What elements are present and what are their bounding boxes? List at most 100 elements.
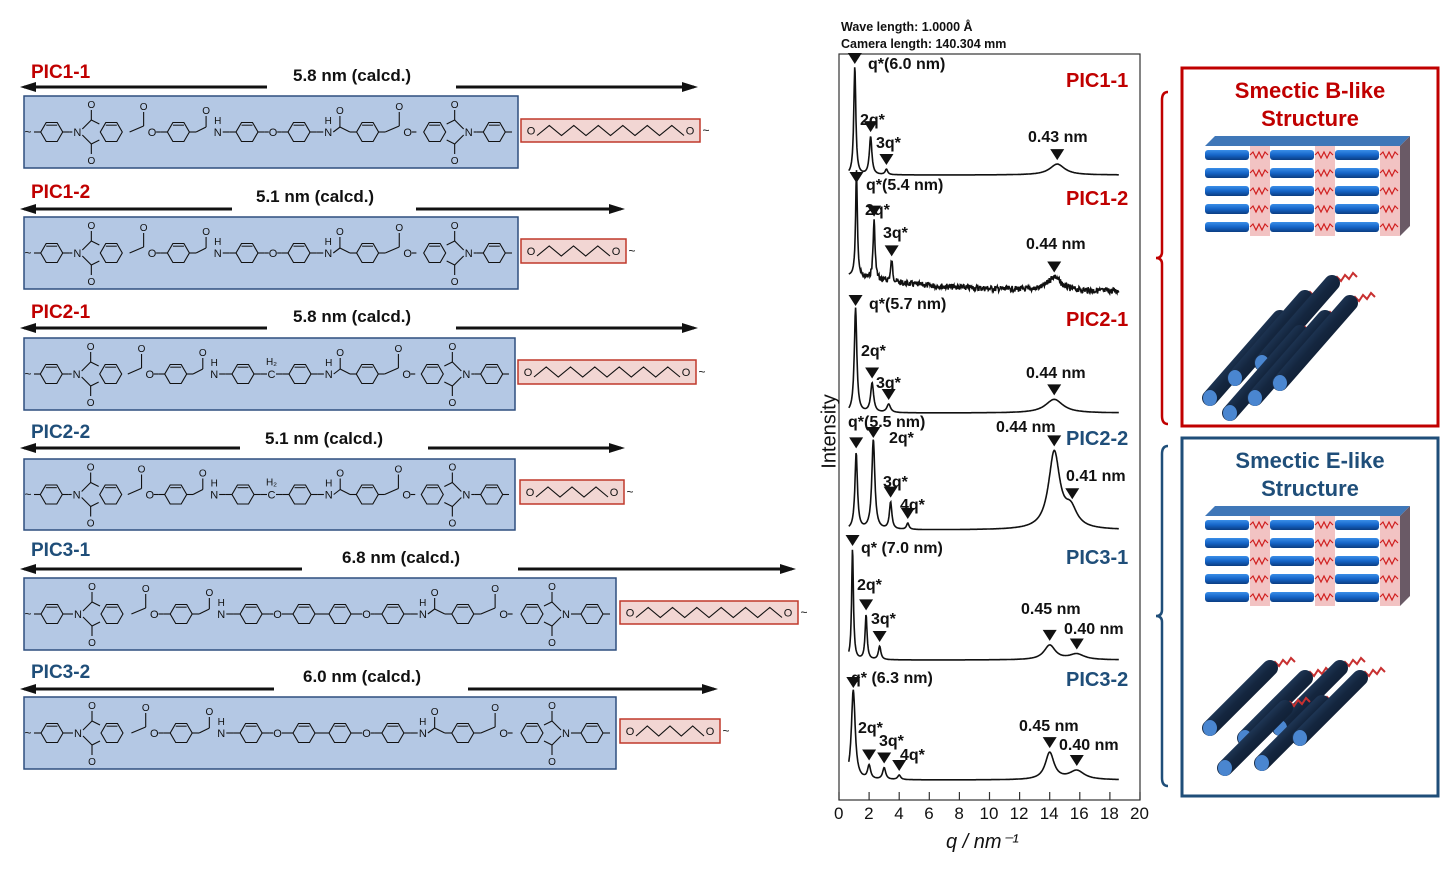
mesogen-rod [1270, 538, 1314, 548]
atom-label: N [217, 728, 225, 740]
atom-label: O [402, 369, 411, 381]
peak-annotation: 0.40 nm [1059, 737, 1119, 754]
atom-label: O [451, 221, 459, 232]
arrowhead-left [20, 323, 36, 333]
peak-marker [1069, 638, 1084, 650]
bond [427, 727, 435, 734]
benzene-ring [164, 363, 188, 385]
molecule-length: 5.1 nm (calcd.) [256, 187, 375, 206]
peak-annotation: 4q* [900, 497, 925, 514]
atom-label: O [88, 638, 96, 649]
atom-label: O [626, 726, 635, 738]
molecule-name: PIC2-2 [31, 422, 91, 443]
alkyl-chain-wave [1249, 520, 1269, 530]
camera-length-label: Camera length: 140.304 mm [841, 37, 1007, 51]
series-line-PIC2-2 [848, 439, 1119, 531]
bond [91, 601, 101, 607]
x-tick-label: 18 [1099, 804, 1119, 823]
x-tick-label: 8 [954, 804, 964, 823]
panel-title-line: Structure [1261, 476, 1359, 501]
arrowhead-left [20, 82, 36, 92]
mesogen-rod [1335, 538, 1379, 548]
atom-label: O [491, 584, 499, 595]
atom-label: O [148, 127, 157, 139]
arrowhead-right [682, 82, 698, 92]
mesogen-rod [1205, 186, 1249, 196]
bond [551, 735, 562, 746]
atom-label: O [686, 126, 695, 138]
bond [192, 489, 204, 495]
bond [82, 720, 93, 731]
atom-label: O [138, 465, 146, 476]
peak-annotation: 3q* [871, 611, 896, 628]
atom-label: O [87, 221, 95, 232]
bond [480, 607, 496, 615]
arrowhead-right [780, 564, 796, 574]
atom-label: N [73, 127, 81, 139]
mesogen-cylinder [1292, 670, 1368, 746]
benzene-ring [520, 603, 544, 625]
atom-label: ~ [24, 125, 31, 139]
atom-label: O [205, 707, 213, 718]
atom-label: ~ [722, 724, 729, 738]
alkyl-chain-wave [1249, 186, 1269, 196]
wavelength-label: Wave length: 1.0000 Å [841, 20, 973, 34]
atom-label: O [499, 728, 508, 740]
atom-label: O [402, 490, 411, 502]
atom-label: N [419, 728, 427, 740]
bond [82, 735, 93, 746]
bond [385, 246, 400, 254]
mesogen-rod [1335, 574, 1379, 584]
peak-marker [1050, 149, 1065, 161]
mesogen-rod [1270, 222, 1314, 232]
atom-label: N [214, 248, 222, 260]
peak-annotation: 0.41 nm [1066, 468, 1126, 485]
mesogen-rod [1270, 520, 1314, 530]
rigid-core-box [23, 216, 519, 290]
benzene-ring [420, 363, 444, 385]
peak-marker [845, 535, 860, 546]
mesogen-rod [1270, 556, 1314, 566]
bond [192, 368, 204, 375]
bond [551, 616, 562, 627]
peak-annotation: 0.40 nm [1064, 621, 1124, 638]
atom-label: C [268, 369, 276, 381]
benzene-ring [100, 603, 124, 625]
peak-annotation: 0.45 nm [1021, 601, 1081, 618]
bond [81, 255, 92, 266]
atom-label: O [491, 703, 499, 714]
bond [446, 119, 455, 125]
atom-label: N [214, 127, 222, 139]
bond [434, 727, 446, 734]
peak-annotation: 2q* [858, 720, 883, 737]
bracket [1155, 90, 1169, 426]
bond [90, 502, 99, 507]
cylinder-end [1228, 370, 1242, 386]
alkyl-chain-wave [1379, 150, 1399, 160]
x-tick-label: 20 [1130, 804, 1149, 823]
alkyl-chain [635, 725, 705, 737]
atom-label: N [73, 248, 81, 260]
mesogen-rod [1270, 574, 1314, 584]
bond [82, 601, 93, 612]
peak-marker [849, 437, 864, 449]
alkyl-chain-wave [1249, 556, 1269, 566]
atom-label: O [148, 248, 157, 260]
molecule-name: PIC3-1 [31, 540, 91, 561]
atom-label: H [419, 598, 426, 609]
bond [339, 368, 351, 375]
cylinder-end [1255, 755, 1269, 771]
atom-label: ~ [698, 365, 705, 379]
alkyl-chain [635, 606, 783, 619]
atom-label: O [395, 465, 403, 476]
panel-title-smectic-b: Smectic B-like Structure [1182, 77, 1438, 133]
peak-annotation: 0.44 nm [1026, 236, 1086, 253]
structure-model-smectic-e [1180, 436, 1440, 798]
panel-title-smectic-e: Smectic E-like Structure [1182, 447, 1438, 503]
alkyl-chain-wave [1379, 574, 1399, 584]
arrowhead-left [20, 204, 36, 214]
